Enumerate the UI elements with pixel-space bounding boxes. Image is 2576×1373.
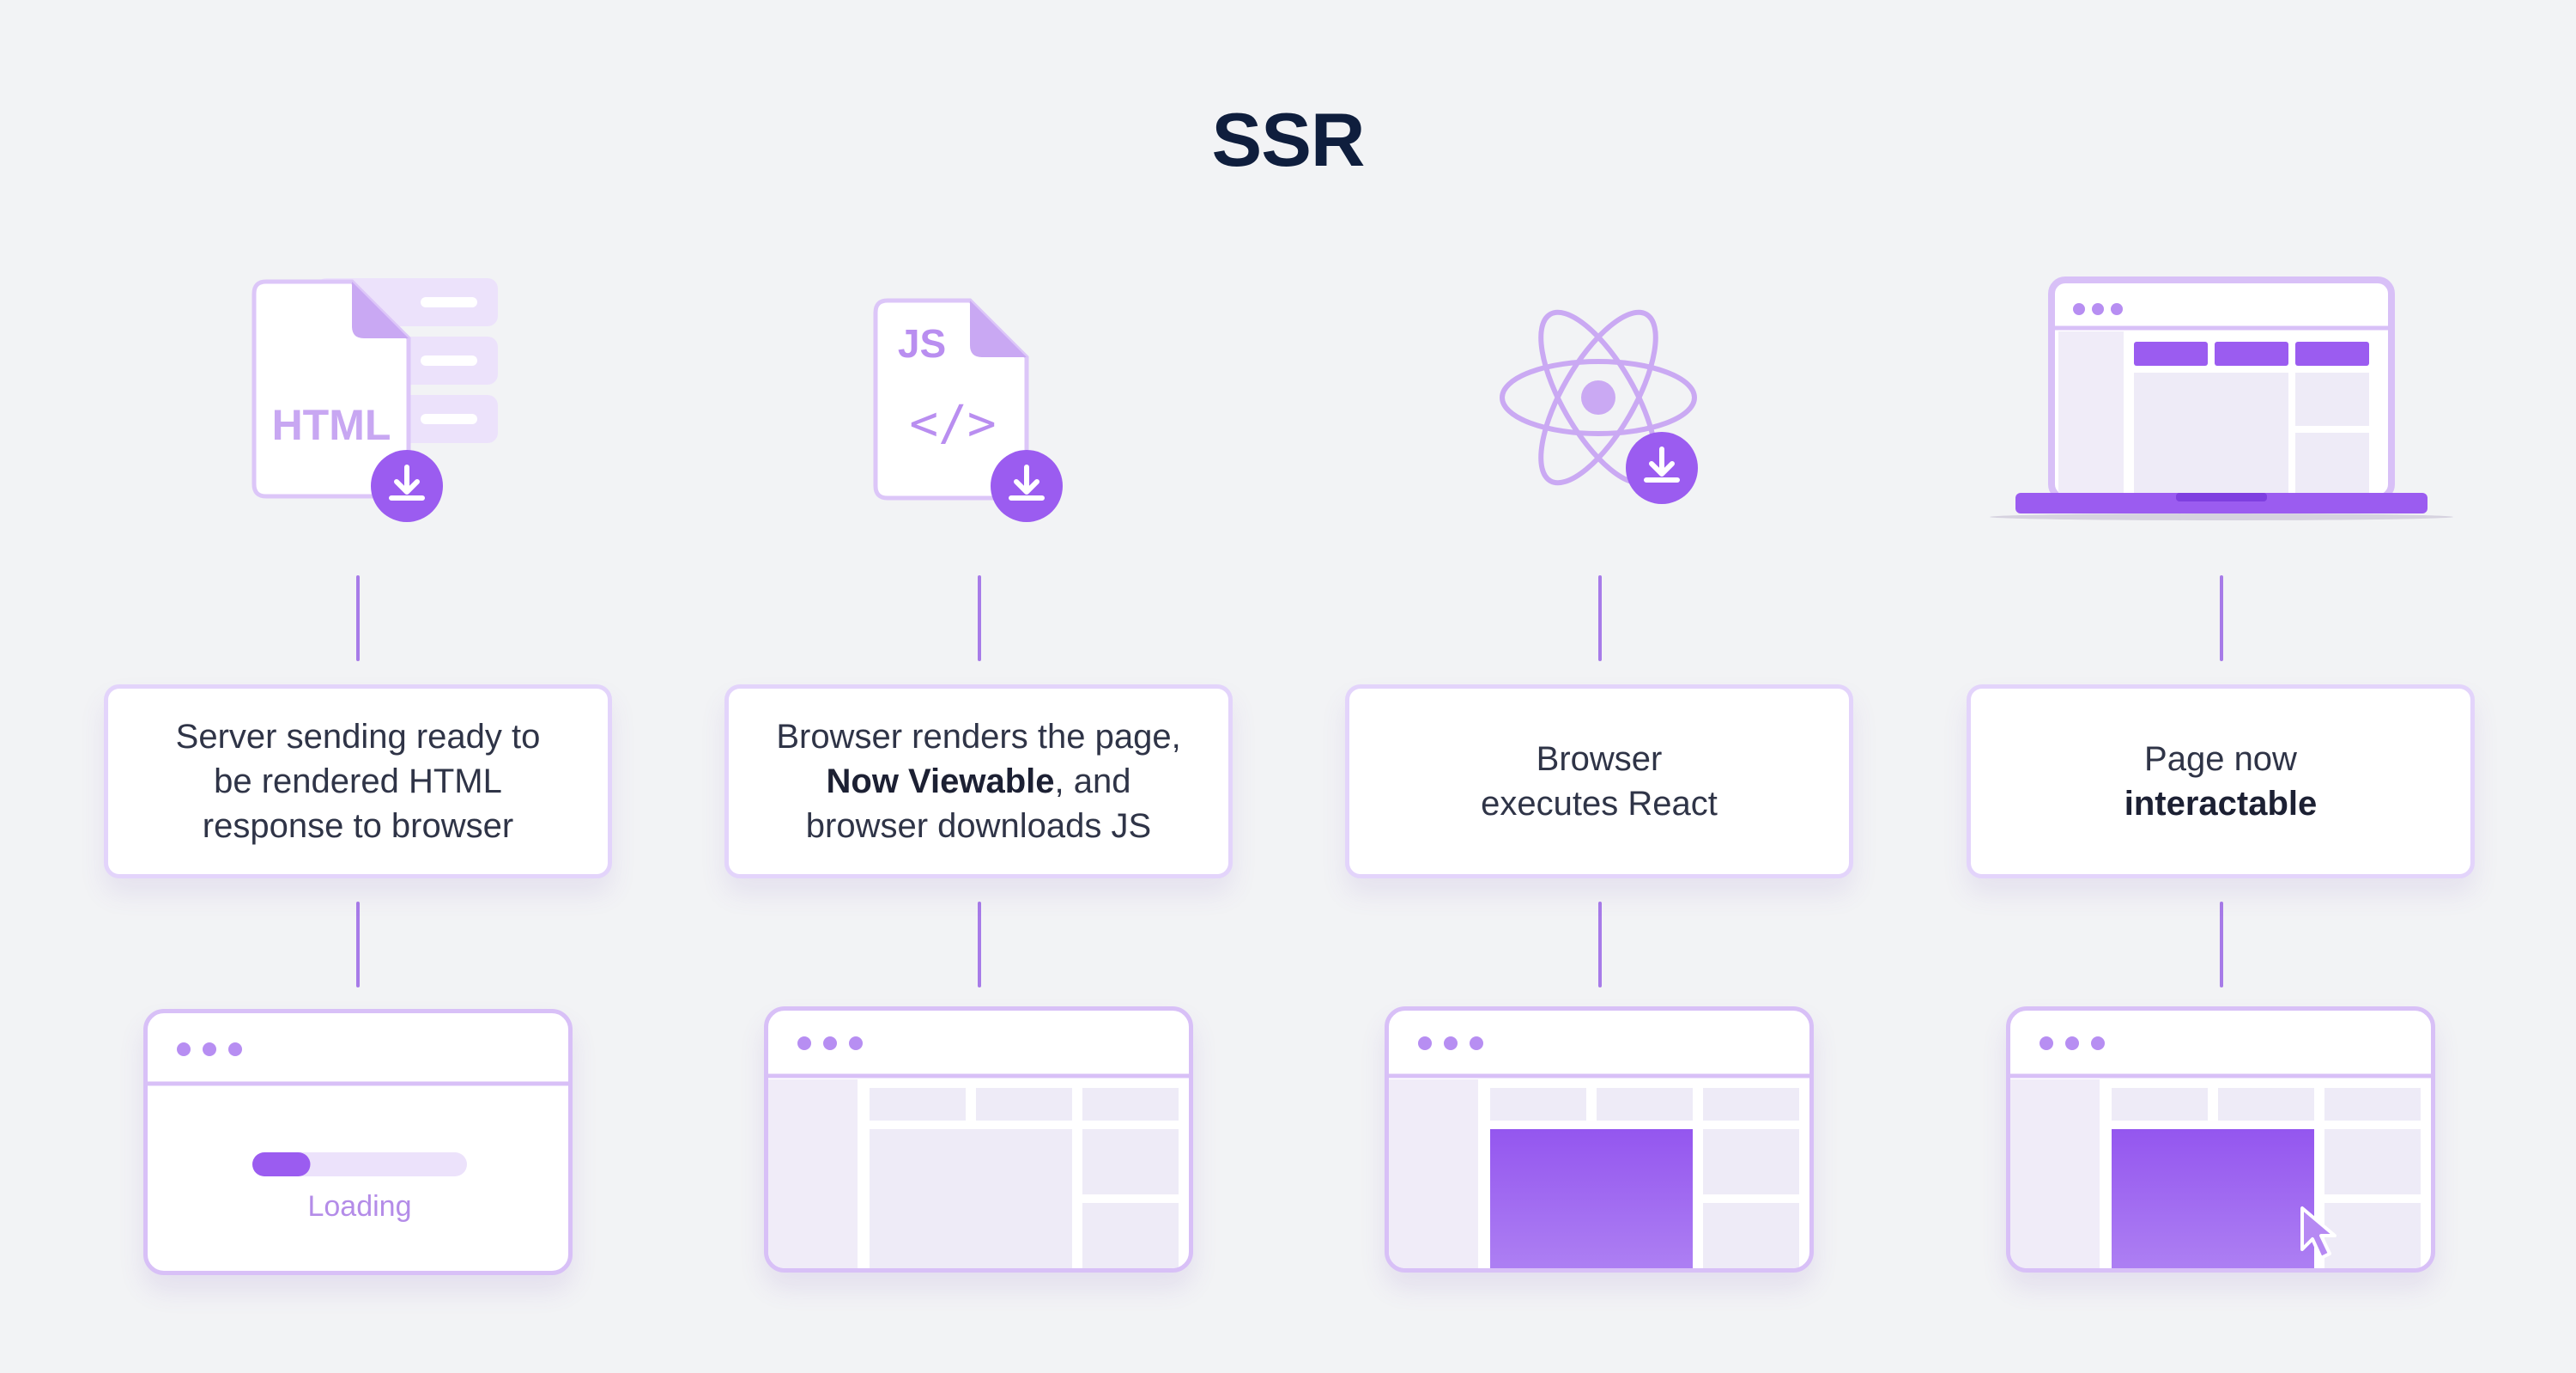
step-3-line-1: Browser xyxy=(1536,740,1663,778)
react-atom-download-icon xyxy=(1494,305,1751,511)
html-file-label: HTML xyxy=(272,401,391,449)
step-card-4: Page now interactable xyxy=(1967,684,2475,878)
step-1-line-1: Server sending ready to xyxy=(175,718,541,756)
connector-line xyxy=(978,575,981,661)
connector-line xyxy=(2220,575,2223,661)
laptop-icon xyxy=(1983,275,2472,532)
step-card-3: Browser executes React xyxy=(1345,684,1853,878)
step-1-line-2: be rendered HTML xyxy=(214,762,502,800)
loading-label: Loading xyxy=(307,1190,411,1223)
step-2-line-3: browser downloads JS xyxy=(805,807,1152,845)
js-file-download-icon: JS </> xyxy=(867,292,1090,532)
interactable-page-screen xyxy=(2006,1006,2435,1273)
viewable-page-screen xyxy=(764,1006,1193,1273)
window-dot xyxy=(228,1042,242,1056)
connector-line xyxy=(978,902,981,987)
connector-line xyxy=(356,902,360,987)
code-symbol: </> xyxy=(909,396,996,452)
connector-line xyxy=(1598,575,1602,661)
interactable-text: interactable xyxy=(2124,785,2318,823)
hydrating-content-block xyxy=(1490,1129,1693,1268)
html-file-download-icon: HTML xyxy=(240,273,515,531)
step-2-line-2: Now Viewable, and xyxy=(827,759,1131,804)
step-3-line-2: executes React xyxy=(1481,785,1718,823)
connector-line xyxy=(356,575,360,661)
connector-line xyxy=(1598,902,1602,987)
loading-screen: Loading xyxy=(143,1009,573,1275)
window-dot xyxy=(177,1042,191,1056)
step-2-line-2-rest: , and xyxy=(1054,762,1131,800)
step-4-line-1: Page now xyxy=(2144,740,2297,778)
interactive-content-block[interactable] xyxy=(2112,1129,2314,1268)
now-viewable-text: Now Viewable xyxy=(826,762,1055,800)
step-card-1: Server sending ready to be rendered HTML… xyxy=(104,684,612,878)
step-2-line-1: Browser renders the page, xyxy=(776,718,1181,756)
progress-fill xyxy=(252,1152,311,1176)
step-1-line-3: response to browser xyxy=(202,807,514,845)
js-file-label: JS xyxy=(898,321,946,366)
connector-line xyxy=(2220,902,2223,987)
window-dot xyxy=(203,1042,216,1056)
step-card-2: Browser renders the page, Now Viewable, … xyxy=(724,684,1233,878)
step-4-line-2: interactable xyxy=(2124,781,2318,826)
react-executing-screen xyxy=(1385,1006,1814,1273)
diagram-title: SSR xyxy=(1211,97,1366,182)
mouse-cursor-icon xyxy=(2300,1206,2337,1260)
